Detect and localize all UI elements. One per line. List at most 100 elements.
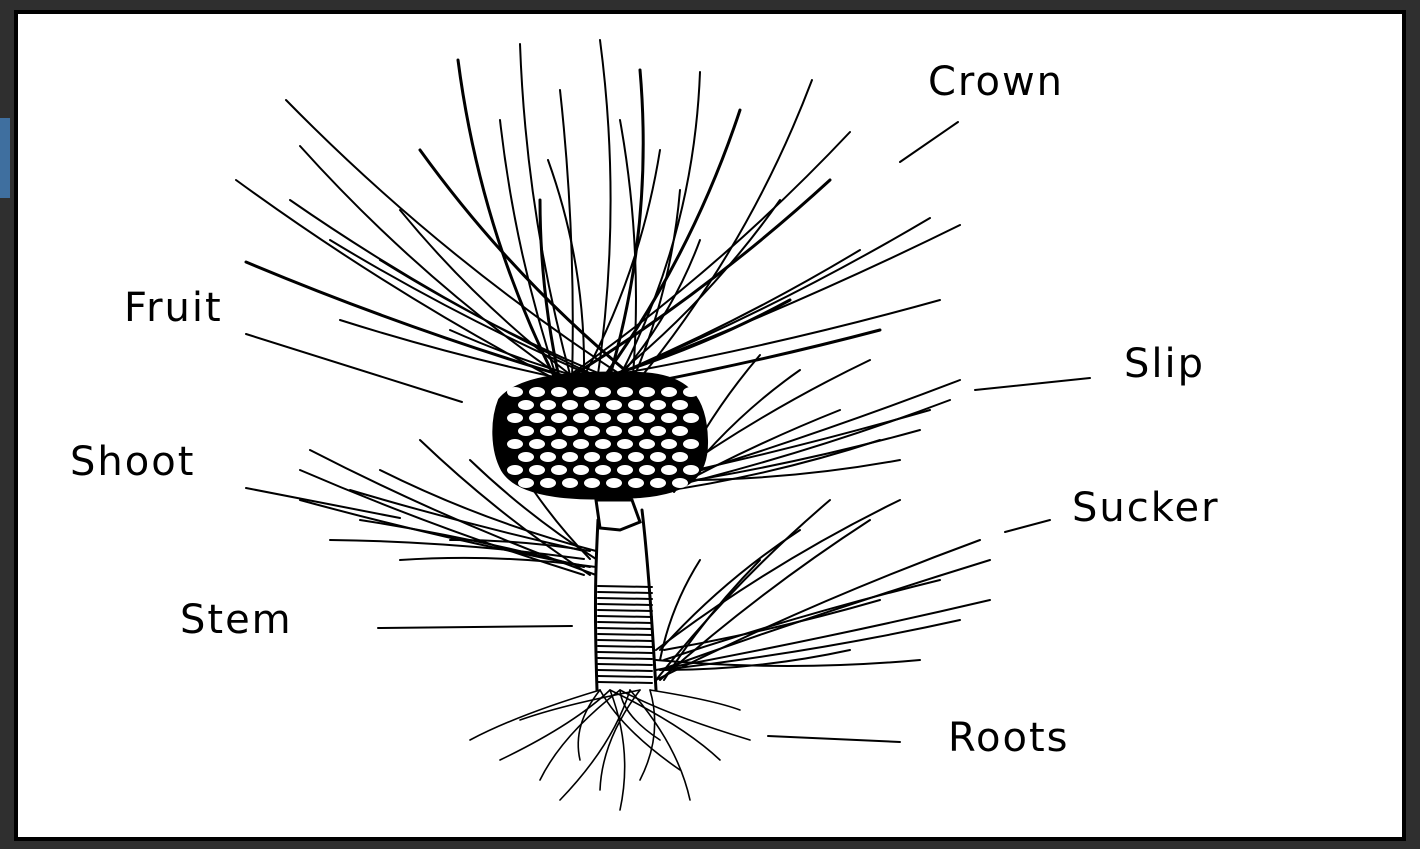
fruit-eye — [639, 439, 655, 449]
fruit-eye — [672, 426, 688, 436]
fruit-eye — [584, 478, 600, 488]
fruit-eye — [672, 452, 688, 462]
fruit-eye — [518, 478, 534, 488]
fruit-eye — [628, 478, 644, 488]
label-crown: Crown — [928, 62, 1064, 102]
fruit-eye — [529, 439, 545, 449]
fruit-eye — [507, 413, 523, 423]
root-strand — [560, 690, 630, 800]
crown-leader-line — [900, 122, 958, 162]
fruit-eye — [518, 426, 534, 436]
label-roots: Roots — [948, 718, 1069, 758]
fruit-eye — [551, 387, 567, 397]
fruit-eye — [540, 426, 556, 436]
fruit-eye — [628, 400, 644, 410]
fruit-eye — [562, 452, 578, 462]
fruit-eye — [529, 413, 545, 423]
stem-ring — [598, 634, 652, 635]
stem-ring — [598, 592, 652, 593]
fruit-eye — [551, 413, 567, 423]
stem-ring — [598, 610, 652, 611]
fruit-eye — [661, 387, 677, 397]
leaf-stroke — [560, 132, 850, 382]
fruit-eye — [606, 478, 622, 488]
stem-ring — [598, 616, 652, 617]
fruit-eye — [683, 439, 699, 449]
plant-drawing — [236, 40, 1090, 810]
fruit-eye — [650, 452, 666, 462]
fruit-eye — [551, 465, 567, 475]
sucker-leaves — [656, 500, 990, 680]
fruit-eye — [650, 478, 666, 488]
fruit-eye — [507, 465, 523, 475]
stem-ring — [598, 646, 652, 647]
fruit-eye — [551, 439, 567, 449]
stem-drawing — [595, 500, 656, 690]
fruit-eye — [628, 452, 644, 462]
stem-ring — [598, 652, 652, 653]
fruit-eye — [650, 400, 666, 410]
fruit-body — [494, 373, 706, 497]
fruit-eye — [617, 439, 633, 449]
fruit-eye — [661, 465, 677, 475]
fruit-leader-line — [246, 334, 462, 402]
stem-ring — [598, 640, 652, 641]
stem-ring — [598, 628, 652, 629]
fruit-eye — [672, 478, 688, 488]
label-slip: Slip — [1124, 344, 1205, 384]
label-fruit: Fruit — [124, 288, 223, 328]
fruit-eye — [518, 452, 534, 462]
stem-leader-line — [378, 626, 572, 628]
fruit-eye — [650, 426, 666, 436]
fruit-eye — [562, 478, 578, 488]
stem-ring — [598, 598, 652, 599]
stem-ring — [598, 676, 652, 677]
fruit-eye — [683, 413, 699, 423]
fruit-eye — [595, 413, 611, 423]
fruit-eye — [562, 426, 578, 436]
fruit-eye — [507, 387, 523, 397]
stem-ring — [598, 670, 652, 671]
fruit-eye — [540, 400, 556, 410]
fruit-eye — [595, 439, 611, 449]
slip-leader-line — [975, 378, 1090, 390]
fruit-eye — [617, 387, 633, 397]
leaf-stroke — [656, 540, 980, 680]
stem-ring — [598, 682, 652, 683]
fruit-eye — [639, 387, 655, 397]
fruit-eye — [683, 465, 699, 475]
fruit-eye — [573, 465, 589, 475]
fruit-eye — [507, 439, 523, 449]
stem-ring — [598, 622, 652, 623]
stem-rings — [598, 586, 652, 683]
fruit-eye — [595, 387, 611, 397]
fruit-eye — [529, 387, 545, 397]
label-sucker: Sucker — [1072, 488, 1220, 528]
fruit-eye — [606, 400, 622, 410]
stem-ring — [598, 586, 652, 587]
fruit-eye — [639, 465, 655, 475]
fruit-eye — [540, 478, 556, 488]
fruit-eye — [661, 439, 677, 449]
fruit-eye — [529, 465, 545, 475]
shoot-leader-line — [246, 488, 400, 518]
fruit-eye — [672, 400, 688, 410]
fruit-eye — [617, 465, 633, 475]
fruit-eye — [573, 413, 589, 423]
fruit-eye — [584, 452, 600, 462]
label-stem: Stem — [180, 600, 293, 640]
fruit-eye — [584, 426, 600, 436]
fruit-eye — [518, 400, 534, 410]
fruit-eye — [584, 400, 600, 410]
fruit-eye — [617, 413, 633, 423]
root-strand — [650, 690, 740, 710]
root-strand — [600, 690, 640, 790]
leaf-stroke — [632, 80, 812, 388]
stem-ring — [598, 604, 652, 605]
crown-leaves — [236, 40, 960, 388]
fruit-eye — [540, 452, 556, 462]
fruit-eye — [628, 426, 644, 436]
roots-drawing — [470, 690, 750, 810]
